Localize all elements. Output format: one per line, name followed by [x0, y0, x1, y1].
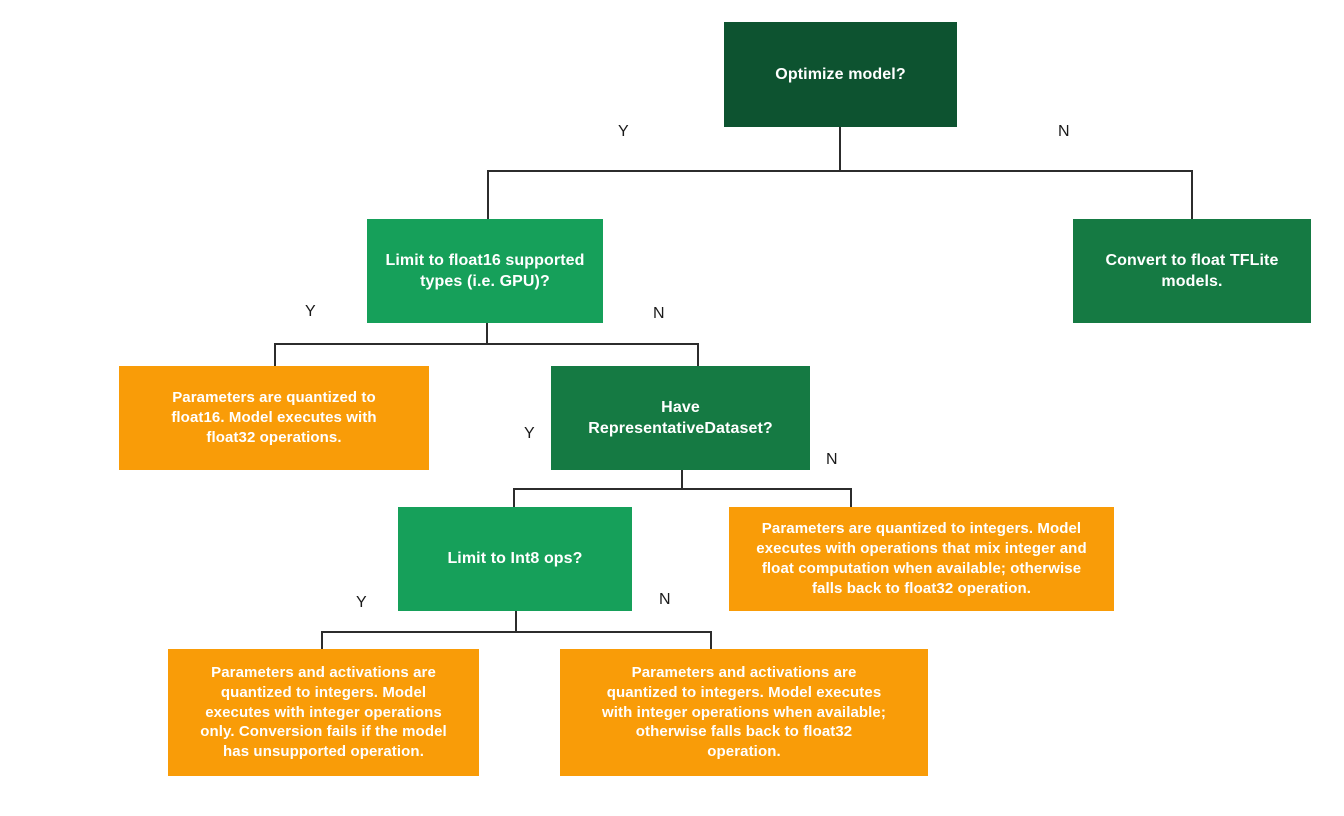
- connector-int8-no-drop: [710, 631, 712, 649]
- connector-optimize-yes-drop: [487, 170, 489, 219]
- node-convert-float-tflite-label: Convert to float TFLite models.: [1105, 251, 1279, 290]
- edge-label-float16-yes: Y: [305, 303, 316, 320]
- edge-label-float16-no: N: [653, 305, 665, 322]
- connector-float16-no-drop: [697, 343, 699, 366]
- node-have-representative-dataset[interactable]: Have RepresentativeDataset?: [551, 366, 810, 470]
- node-result-int-fallback-label: Parameters and activations are quantized…: [602, 664, 886, 761]
- edge-label-optimize-yes: Y: [618, 123, 629, 140]
- node-optimize-model-label: Optimize model?: [775, 65, 906, 83]
- node-result-int-only-label: Parameters and activations are quantized…: [200, 664, 447, 761]
- node-convert-float-tflite[interactable]: Convert to float TFLite models.: [1073, 219, 1311, 323]
- connector-dataset-yes-drop: [513, 488, 515, 507]
- node-result-float16-label: Parameters are quantized to float16. Mod…: [171, 389, 377, 446]
- node-result-mixed-int-float-label: Parameters are quantized to integers. Mo…: [756, 520, 1087, 597]
- node-limit-float16-label: Limit to float16 supported types (i.e. G…: [385, 251, 585, 290]
- node-optimize-model[interactable]: Optimize model?: [724, 22, 957, 127]
- edge-label-int8-no: N: [659, 591, 671, 608]
- node-limit-float16[interactable]: Limit to float16 supported types (i.e. G…: [367, 219, 603, 323]
- node-limit-int8[interactable]: Limit to Int8 ops?: [398, 507, 632, 611]
- connector-int8-stem: [515, 611, 517, 632]
- node-have-representative-dataset-label: Have RepresentativeDataset?: [588, 398, 773, 437]
- connector-optimize-stem: [839, 127, 841, 171]
- connector-level2-bus: [274, 343, 698, 345]
- node-result-int-fallback[interactable]: Parameters and activations are quantized…: [560, 649, 928, 776]
- connector-float16-yes-drop: [274, 343, 276, 366]
- connector-optimize-no-drop: [1191, 170, 1193, 219]
- node-result-int-only[interactable]: Parameters and activations are quantized…: [168, 649, 479, 776]
- edge-label-int8-yes: Y: [356, 594, 367, 611]
- node-result-mixed-int-float[interactable]: Parameters are quantized to integers. Mo…: [729, 507, 1114, 611]
- edge-label-optimize-no: N: [1058, 123, 1070, 140]
- node-limit-int8-label: Limit to Int8 ops?: [447, 550, 583, 568]
- node-result-float16[interactable]: Parameters are quantized to float16. Mod…: [119, 366, 429, 470]
- connector-dataset-no-drop: [850, 488, 852, 507]
- connector-level1-bus: [487, 170, 1192, 172]
- edge-label-dataset-yes: Y: [524, 425, 535, 442]
- connector-level4-bus: [321, 631, 711, 633]
- connector-float16-stem: [486, 323, 488, 344]
- edge-label-dataset-no: N: [826, 451, 838, 468]
- connector-dataset-stem: [681, 470, 683, 489]
- connector-int8-yes-drop: [321, 631, 323, 649]
- connector-level3-bus: [513, 488, 851, 490]
